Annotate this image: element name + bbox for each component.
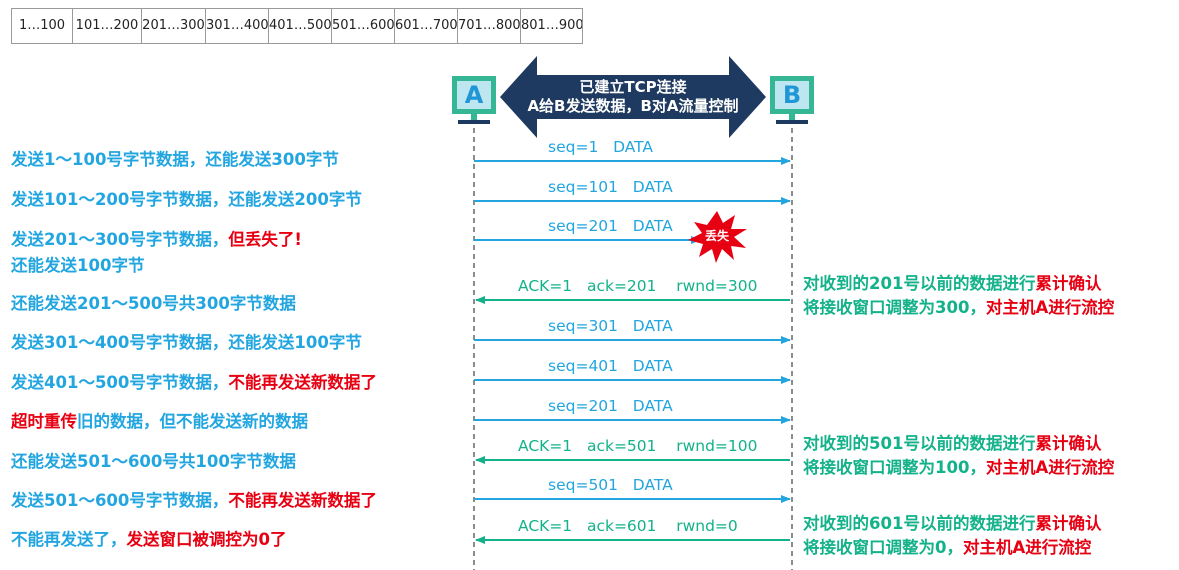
host-b-label: B: [775, 81, 809, 109]
data-segment-label: seq=501 DATA: [548, 476, 673, 494]
sender-note-text: 发送301～400号字节数据，还能发送100字节: [11, 333, 362, 352]
data-segment-label: seq=301 DATA: [548, 317, 673, 335]
data-segment-label: seq=101 DATA: [548, 178, 673, 196]
loss-burst-icon: [688, 211, 747, 263]
sender-note: 发送401～500号字节数据，不能再发送新数据了: [11, 373, 377, 393]
receiver-note: 将接收窗口调整为100，对主机A进行流控: [803, 457, 1114, 479]
receiver-note-text: 对主机A进行流控: [962, 538, 1092, 557]
receiver-note-text: 将接收窗口调整为100，: [803, 458, 986, 477]
sender-note-text: 发送401～500号字节数据，: [11, 373, 229, 392]
sender-note-text: 还能发送100字节: [11, 256, 145, 275]
sender-note-text: 不能再发送新数据了: [228, 373, 377, 392]
sender-note: 发送1～100号字节数据，还能发送300字节: [11, 150, 339, 170]
receiver-note: 将接收窗口调整为0，对主机A进行流控: [803, 537, 1091, 559]
ack-segment-label: ACK=1 ack=601 rwnd=0: [518, 517, 738, 535]
sender-note-text: 不能再发送新数据了: [228, 491, 377, 510]
receiver-note-text: 累计确认: [1035, 514, 1102, 533]
host-a-stand: [471, 114, 477, 120]
sender-note: 还能发送201～500号共300字节数据: [11, 294, 296, 314]
receiver-note-text: 对收到的201号以前的数据进行: [803, 274, 1036, 293]
sender-note: 还能发送501～600号共100字节数据: [11, 452, 296, 472]
sender-note-text: 超时重传: [11, 412, 77, 431]
sender-note: 发送201～300号字节数据，但丢失了!: [11, 230, 302, 250]
receiver-note-text: 对收到的501号以前的数据进行: [803, 434, 1036, 453]
receiver-note-text: 累计确认: [1035, 434, 1102, 453]
ack-segment-label: ACK=1 ack=501 rwnd=100: [518, 437, 758, 455]
receiver-note: 对收到的601号以前的数据进行累计确认: [803, 513, 1101, 535]
connection-label-line1: 已建立TCP连接: [579, 78, 687, 96]
data-segment-label: seq=201 DATA: [548, 217, 673, 235]
host-b-stand: [789, 114, 795, 120]
seq-table-cell: 801…900: [521, 18, 582, 33]
sender-note: 还能发送100字节: [11, 256, 144, 276]
receiver-note-text: 将接收窗口调整为0，: [803, 538, 963, 557]
seq-table-cell: 701…800: [458, 9, 521, 43]
sender-note: 发送101～200号字节数据，还能发送200字节: [11, 190, 362, 210]
data-segment-label: seq=201 DATA: [548, 397, 673, 415]
loss-label: 丢失: [704, 229, 729, 243]
sender-note-text: 发送101～200号字节数据，还能发送200字节: [11, 190, 362, 209]
sender-note: 不能再发送了，发送窗口被调控为0了: [11, 530, 286, 550]
connection-double-arrow: [500, 56, 766, 138]
seq-table-cell: 401…500: [269, 9, 332, 43]
seq-table-cell: 101…200: [73, 9, 142, 43]
sender-note-text: 还能发送501～600号共100字节数据: [11, 452, 296, 471]
receiver-note-text: 对主机A进行流控: [985, 298, 1115, 317]
receiver-note-text: 对收到的601号以前的数据进行: [803, 514, 1036, 533]
seq-table-cell: 501…600: [332, 9, 395, 43]
data-segment-label: seq=1 DATA: [548, 138, 654, 156]
sender-note-text: 发送窗口被调控为0了: [126, 530, 287, 549]
sender-note-text: 发送201～300号字节数据，: [11, 230, 229, 249]
host-b-base: [776, 120, 808, 124]
receiver-note: 将接收窗口调整为300，对主机A进行流控: [803, 297, 1114, 319]
receiver-note-text: 将接收窗口调整为300，: [803, 298, 986, 317]
sender-note-text: 还能发送201～500号共300字节数据: [11, 294, 296, 313]
sender-note: 发送501～600号字节数据，不能再发送新数据了: [11, 491, 377, 511]
sender-note-text: 旧的数据，但不能发送新的数据: [77, 412, 308, 431]
seq-table-cell: 1…100: [12, 9, 73, 43]
receiver-note-text: 对主机A进行流控: [985, 458, 1115, 477]
sender-note-text: 发送501～600号字节数据，: [11, 491, 229, 510]
sender-note-text: 发送1～100号字节数据，还能发送300字节: [11, 150, 339, 169]
sender-note-text: 不能再发送了，: [11, 530, 127, 549]
seq-table-cell: 301…400: [206, 9, 269, 43]
sender-note-text: 但丢失了!: [228, 230, 302, 249]
data-segment-label: seq=401 DATA: [548, 357, 673, 375]
host-a-label: A: [457, 81, 491, 109]
sender-note: 超时重传旧的数据，但不能发送新的数据: [11, 412, 308, 432]
connection-label-line2: A给B发送数据，B对A流量控制: [527, 97, 739, 115]
receiver-note: 对收到的501号以前的数据进行累计确认: [803, 433, 1101, 455]
sender-note: 发送301～400号字节数据，还能发送100字节: [11, 333, 362, 353]
receiver-note-text: 累计确认: [1035, 274, 1102, 293]
ack-segment-label: ACK=1 ack=201 rwnd=300: [518, 277, 758, 295]
receiver-note: 对收到的201号以前的数据进行累计确认: [803, 273, 1101, 295]
seq-table-cell: 201…300: [142, 9, 206, 43]
seq-table-cell: 601…700: [395, 9, 458, 43]
host-a-base: [458, 120, 490, 124]
